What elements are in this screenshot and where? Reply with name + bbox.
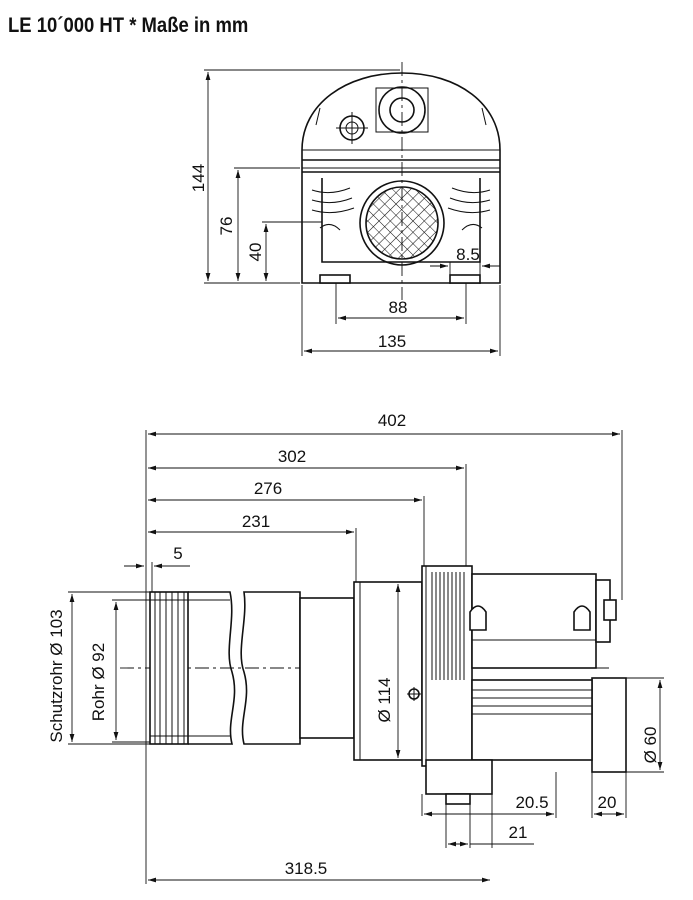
outlet xyxy=(591,677,627,773)
dim-length-231: 231 xyxy=(242,512,270,531)
foot-left xyxy=(319,274,351,284)
dim-foot-21: 21 xyxy=(509,823,528,842)
dim-ring-width: 5 xyxy=(173,544,182,563)
dim-tube-outer: Schutzrohr Ø 103 xyxy=(47,609,66,742)
dim-foot-20-5: 20.5 xyxy=(515,793,548,812)
dim-length-total: 402 xyxy=(378,411,406,430)
dim-foot-gap: 8.5 xyxy=(456,245,480,264)
dim-height-total: 144 xyxy=(189,164,208,192)
fan-housing xyxy=(421,565,473,767)
page-title: LE 10´000 HT * Maße in mm xyxy=(8,14,249,37)
cooling-fins-right xyxy=(447,187,491,231)
cooling-fins-left xyxy=(311,187,355,231)
dim-tube-inner: Rohr Ø 92 xyxy=(89,643,108,721)
dim-foot-spacing: 88 xyxy=(389,298,408,317)
dim-length-318-5: 318.5 xyxy=(285,859,328,878)
cable-gland-icon xyxy=(336,112,368,144)
dim-height-upper: 76 xyxy=(217,217,236,236)
latch-left-icon xyxy=(469,605,487,631)
inner-tube xyxy=(299,597,355,739)
dim-length-276: 276 xyxy=(254,479,282,498)
dim-flange-dia: Ø 114 xyxy=(375,677,394,722)
dim-length-302: 302 xyxy=(278,447,306,466)
protection-tube xyxy=(149,591,301,745)
dim-foot-20: 20 xyxy=(598,793,617,812)
air-intake-grille xyxy=(359,180,445,266)
dim-height-lower: 40 xyxy=(246,243,265,262)
side-view: 402 302 276 231 5 Schutzrohr Ø 103 Rohr … xyxy=(47,411,664,884)
foot-right xyxy=(449,274,481,284)
top-view: 144 76 40 8.5 88 135 xyxy=(189,62,501,356)
screw-icon xyxy=(407,687,421,701)
foot xyxy=(425,759,493,795)
flange xyxy=(353,581,423,761)
dim-width-total: 135 xyxy=(378,332,406,351)
latch-right-icon xyxy=(573,605,591,631)
dim-outlet-dia: Ø 60 xyxy=(641,727,660,764)
